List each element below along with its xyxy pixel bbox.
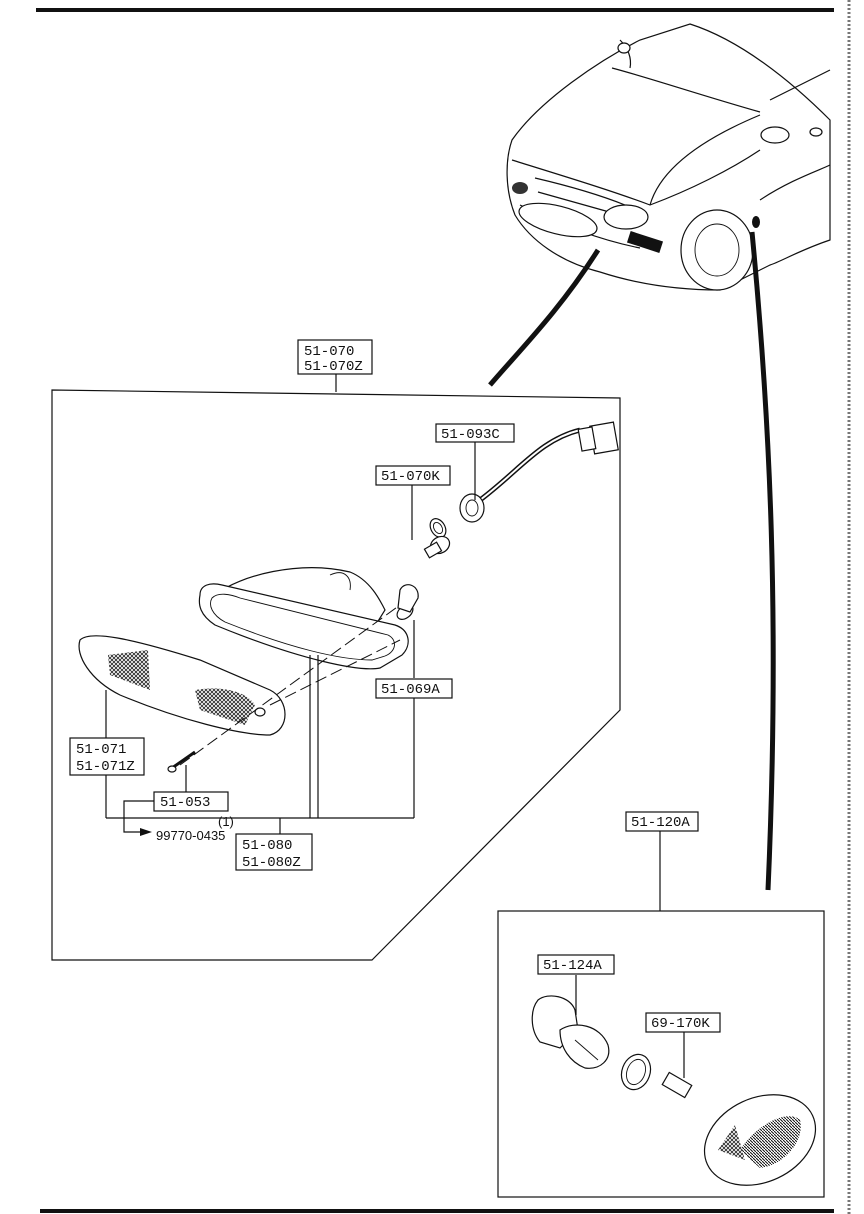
label-51-070k: 51-070K bbox=[375, 465, 451, 486]
label-51-069a: 51-069A bbox=[375, 678, 453, 699]
lens-illustration bbox=[78, 635, 286, 736]
part-number-text: 51-080Z bbox=[242, 855, 301, 871]
standard-part-ref: (1) 99770-0435 bbox=[156, 814, 234, 843]
side-socket-illustration bbox=[531, 975, 610, 1069]
page-frame bbox=[36, 0, 851, 1214]
quantity-text: (1) bbox=[218, 814, 234, 829]
label-51-071: 51-071 51-071Z bbox=[69, 737, 145, 776]
part-number-text: 51-070K bbox=[381, 469, 440, 485]
lamp-housing-illustration bbox=[198, 567, 419, 670]
part-number-text: 51-070Z bbox=[304, 359, 363, 375]
label-51-093c: 51-093C bbox=[435, 423, 515, 443]
part-number-text: 51-080 bbox=[242, 838, 292, 854]
side-lamp-frame bbox=[497, 830, 825, 1198]
label-51-070: 51-070 51-070Z bbox=[297, 339, 373, 375]
side-bulb-illustration bbox=[661, 1030, 693, 1099]
label-51-053: 51-053 bbox=[153, 791, 229, 812]
part-number-text: 69-170K bbox=[651, 1016, 710, 1032]
side-gasket-illustration bbox=[620, 1053, 652, 1091]
part-number-text: 51-093C bbox=[441, 427, 500, 443]
label-69-170k: 69-170K bbox=[645, 1012, 721, 1033]
part-number-text: 51-120A bbox=[631, 815, 690, 831]
part-number-text: 51-053 bbox=[160, 795, 210, 811]
screw-illustration bbox=[167, 750, 196, 773]
part-number-text: 51-069A bbox=[381, 682, 440, 698]
part-number-text: 51-071 bbox=[76, 742, 126, 758]
part-number-text: 51-071Z bbox=[76, 759, 135, 775]
label-51-120a: 51-120A bbox=[625, 811, 699, 832]
standard-part-number: 99770-0435 bbox=[156, 828, 225, 843]
side-lens-illustration bbox=[703, 1094, 817, 1186]
main-assembly-frame bbox=[51, 374, 621, 961]
socket-harness-illustration bbox=[423, 421, 619, 559]
part-number-text: 51-070 bbox=[304, 344, 354, 360]
main-leader-lines bbox=[105, 442, 476, 836]
car-illustration bbox=[506, 23, 831, 291]
part-number-text: 51-124A bbox=[543, 958, 602, 974]
leader-curves bbox=[488, 231, 776, 891]
label-51-080: 51-080 51-080Z bbox=[235, 833, 313, 871]
label-51-124a: 51-124A bbox=[537, 954, 615, 975]
alignment-dashes bbox=[179, 604, 401, 766]
